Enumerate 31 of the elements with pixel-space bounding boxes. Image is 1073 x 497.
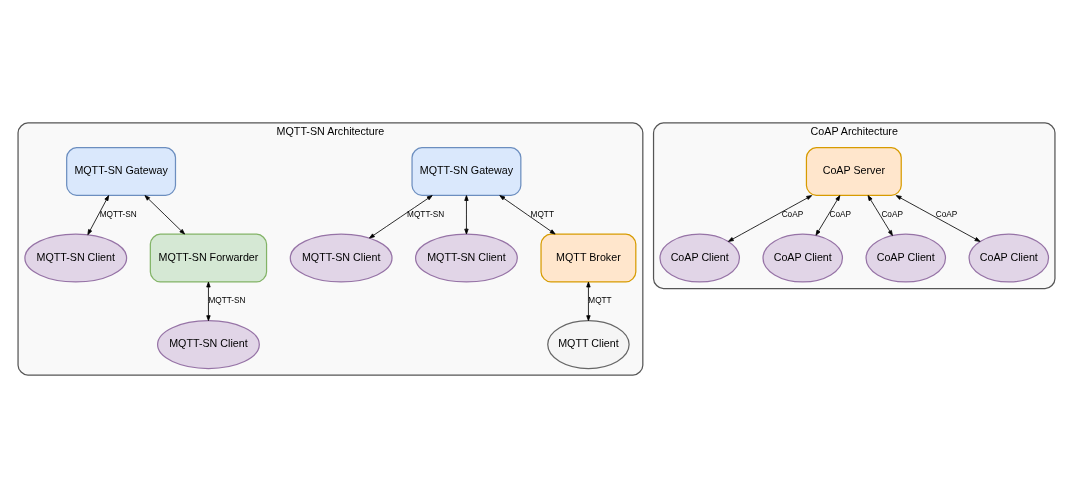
arrow — [144, 194, 185, 234]
arrow — [867, 194, 893, 236]
edge-label: MQTT-SN — [208, 295, 246, 305]
node-box: MQTT Broker — [540, 233, 637, 283]
node-ellipse: MQTT Client — [547, 319, 630, 369]
node-ellipse: MQTT-SN Client — [414, 233, 518, 283]
arrow — [815, 194, 841, 236]
node-ellipse: CoAP Client — [865, 233, 947, 283]
arrow — [727, 194, 813, 242]
node-ellipse: MQTT-SN Client — [24, 233, 128, 283]
edge-label: MQTT — [588, 295, 612, 305]
node-box: MQTT-SN Forwarder — [149, 233, 268, 283]
edge-label: MQTT-SN — [407, 209, 445, 219]
node-box: MQTT-SN Gateway — [66, 146, 177, 196]
node-box: CoAP Server — [805, 146, 902, 196]
arrow — [369, 194, 433, 238]
arrow — [87, 194, 110, 235]
edge-label: CoAP — [935, 209, 958, 219]
edge-label: CoAP — [781, 209, 804, 219]
node-ellipse: CoAP Client — [762, 233, 844, 283]
edge-label: MQTT — [530, 209, 554, 219]
node-ellipse: MQTT-SN Client — [156, 319, 260, 369]
arrow — [499, 194, 556, 234]
arrow — [586, 281, 591, 321]
arrow — [464, 194, 469, 234]
arrow — [895, 194, 981, 242]
arrow — [206, 281, 211, 321]
edge-label: CoAP — [881, 209, 903, 219]
edge-label: MQTT-SN — [99, 209, 137, 219]
edge-label: CoAP — [829, 209, 851, 219]
node-box: MQTT-SN Gateway — [411, 146, 522, 196]
